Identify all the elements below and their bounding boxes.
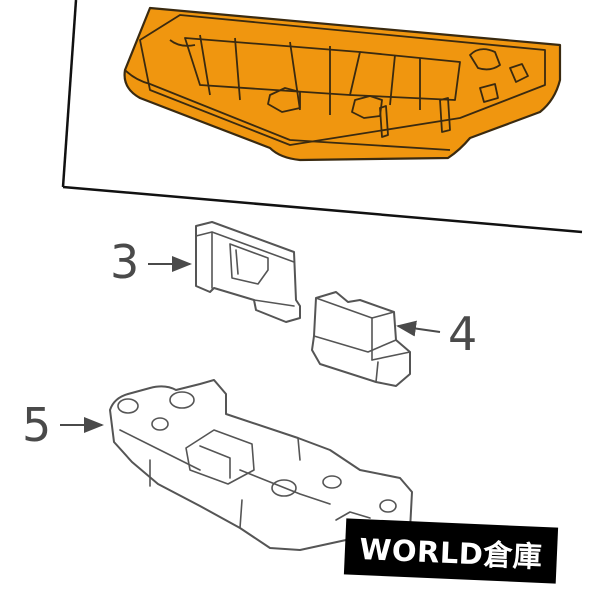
inset-panel-border — [61, 0, 583, 234]
callout-number-5: 5 — [22, 398, 51, 452]
callout-3: 3 — [110, 235, 192, 289]
part-5-bracket — [109, 379, 413, 551]
watermark-badge: WORLD倉庫 — [343, 518, 559, 584]
callout-number-4: 4 — [448, 307, 477, 361]
overhead-console-housing — [123, 6, 562, 162]
callout-4-arrow — [396, 320, 441, 337]
watermark-text: WORLD倉庫 — [358, 532, 544, 574]
part-4-component — [311, 291, 411, 387]
callout-4: 4 — [396, 307, 477, 361]
callout-number-3: 3 — [110, 235, 139, 289]
callout-5: 5 — [22, 398, 104, 452]
part-3-component — [195, 221, 301, 323]
